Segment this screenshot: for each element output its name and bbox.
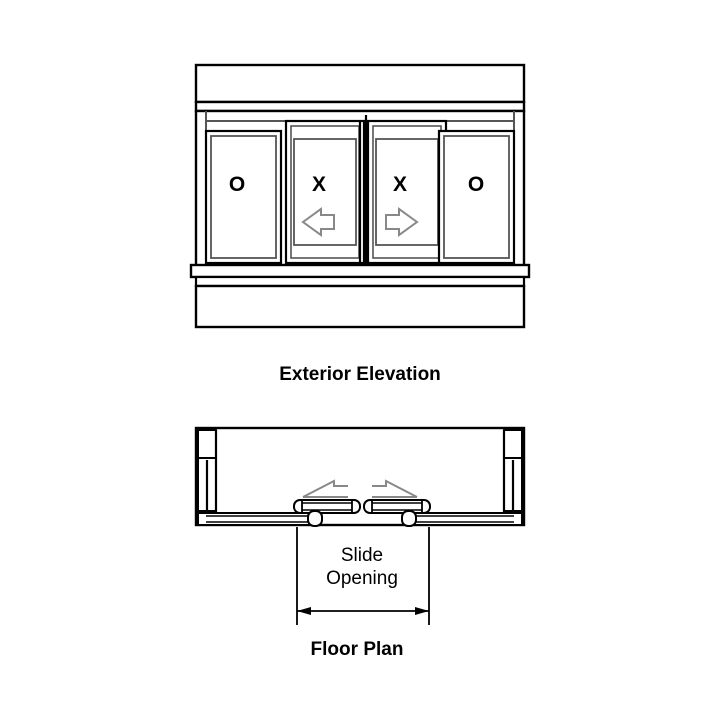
- elevation-arrow-left-icon: [301, 207, 335, 237]
- panel-label-left-fixed: O: [229, 173, 245, 196]
- jamb-right-head-block: [503, 429, 523, 459]
- floorplan-arrow-right-icon: [372, 479, 418, 498]
- elevation-sill-rail: [194, 275, 526, 288]
- slide-opening-label-line1: Slide: [341, 545, 383, 566]
- floorplan-jamb-right: [502, 429, 523, 525]
- panel-left-sliding-glass: [293, 138, 357, 246]
- panel-label-left-sliding: X: [312, 173, 326, 196]
- elevation-arrow-right-icon: [385, 207, 419, 237]
- fixed-panel-left-end-cap: [307, 510, 323, 527]
- dimension-arrowhead-left-icon: [297, 607, 311, 615]
- slide-panel-right-body: [363, 499, 431, 514]
- elevation-base-band: [194, 284, 526, 329]
- elevation-head-rail: [194, 100, 526, 113]
- elevation-sill-cap: [189, 263, 531, 279]
- fixed-panel-right-end-cap: [401, 510, 417, 527]
- floorplan-fixed-panel-right: [401, 510, 523, 527]
- dimension-arrowhead-right-icon: [415, 607, 429, 615]
- elevation-head-band: [194, 63, 526, 104]
- floor-plan-drawing: Slide Opening Floor Plan: [194, 426, 526, 660]
- floorplan-caption: Floor Plan: [311, 639, 404, 660]
- slide-panel-left-body: [293, 499, 361, 514]
- floorplan-jamb-left: [197, 429, 218, 525]
- floorplan-arrow-left-icon: [302, 479, 348, 498]
- slide-opening-label-line2: Opening: [326, 568, 398, 589]
- floorplan-sliding-panel-left: [293, 499, 361, 514]
- elevation-panel-left-sliding: [284, 119, 366, 265]
- exterior-elevation-drawing: O X X O Exterior Elevation: [189, 63, 531, 385]
- fixed-panel-right-body: [403, 512, 523, 526]
- elevation-panel-left-fixed: [204, 129, 283, 265]
- panel-label-right-sliding: X: [393, 173, 407, 196]
- slide-opening-dimension: Slide Opening: [296, 527, 430, 625]
- elevation-panel-right-fixed: [437, 129, 516, 265]
- panel-label-right-fixed: O: [468, 173, 484, 196]
- floorplan-sliding-panel-right: [363, 499, 431, 514]
- floorplan-fixed-panel-left: [197, 510, 323, 527]
- jamb-left-head-block: [197, 429, 217, 459]
- panel-right-fixed-glass: [443, 135, 510, 259]
- elevation-caption: Exterior Elevation: [279, 364, 441, 385]
- panel-left-fixed-glass: [210, 135, 277, 259]
- fixed-panel-left-body: [197, 512, 321, 526]
